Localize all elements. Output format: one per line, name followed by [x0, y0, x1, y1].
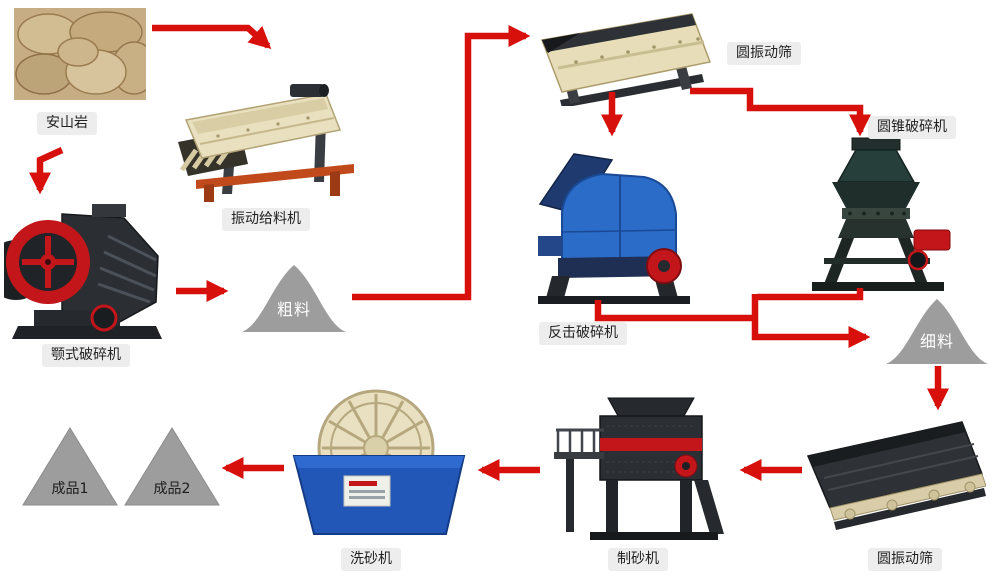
product-2-label: 成品2	[153, 481, 191, 497]
cone-crusher-machine	[794, 136, 960, 296]
fine-material-pile: 细料	[882, 294, 992, 366]
screen-bottom-label: 圆振动筛	[868, 548, 942, 571]
product-1-label: 成品1	[51, 481, 89, 497]
sand-washer-icon	[292, 389, 466, 535]
product-triangle-icon	[124, 427, 220, 506]
arrow-rock-to-jaw-crusher	[28, 147, 64, 195]
product-triangle-icon	[22, 427, 118, 506]
circular-screen-top-machine	[536, 6, 716, 106]
cone-crusher-icon	[812, 137, 951, 291]
sand-washer-machine	[288, 384, 470, 544]
pile-icon	[886, 299, 988, 364]
jaw-crusher-icon	[4, 204, 162, 339]
fine-pile-label: 细料	[919, 332, 955, 351]
circular-screen-bottom-machine	[804, 414, 986, 536]
product-pile-2: 成品2	[122, 424, 222, 508]
sand-maker-icon	[554, 397, 724, 540]
impact-crusher-machine	[524, 140, 700, 308]
arrow-coarse-pile-to-top-screen	[352, 24, 531, 301]
sand-maker-label: 制砂机	[608, 548, 668, 571]
rock-label: 安山岩	[37, 112, 97, 135]
circular-screen-icon	[540, 13, 712, 106]
feeder-label: 振动给料机	[222, 208, 310, 231]
cone-crusher-label: 圆锥破碎机	[868, 116, 956, 139]
coarse-pile-label: 粗料	[276, 300, 312, 319]
rock-photo	[14, 8, 146, 100]
sand-maker-machine	[542, 394, 728, 544]
impact-crusher-label: 反击破碎机	[539, 322, 627, 345]
circular-screen-icon	[806, 421, 986, 530]
sand-washer-label: 洗砂机	[341, 548, 401, 571]
screen-top-label: 圆振动筛	[727, 42, 801, 65]
coarse-material-pile: 粗料	[238, 260, 350, 334]
pile-icon	[242, 265, 346, 332]
jaw-crusher-machine	[4, 198, 170, 344]
jaw-crusher-label: 颚式破碎机	[42, 344, 130, 367]
vibrating-feeder-machine	[170, 78, 362, 206]
product-pile-1: 成品1	[20, 424, 120, 508]
arrow-rock-to-feeder	[152, 24, 272, 49]
arrow-merge-to-fine-pile	[751, 294, 871, 349]
rock-pile-image	[14, 8, 146, 100]
vibrating-feeder-icon	[178, 84, 354, 202]
impact-crusher-icon	[538, 153, 690, 304]
